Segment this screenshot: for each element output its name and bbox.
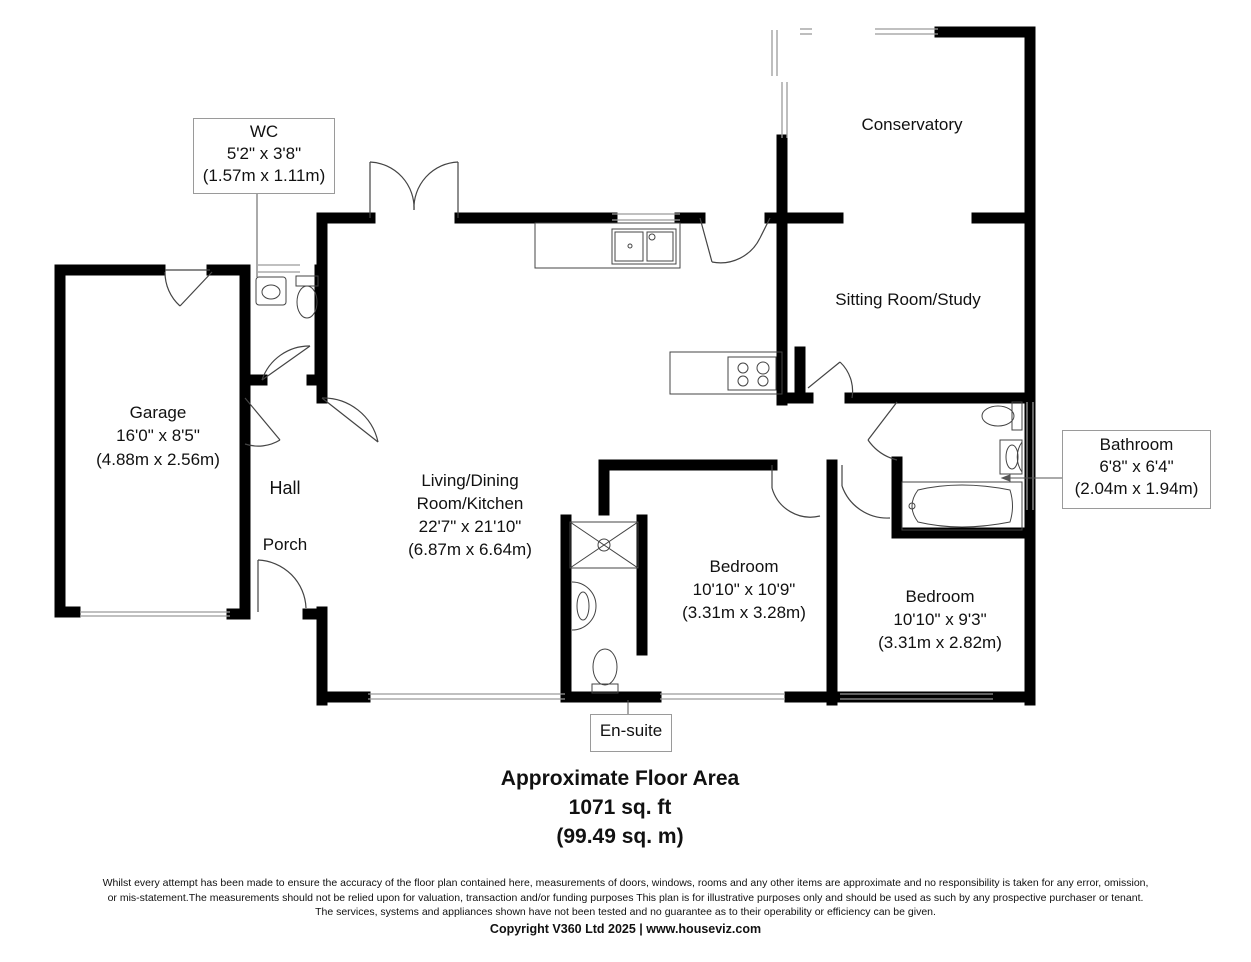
floor-area-sqft: 1071 sq. ft	[568, 796, 672, 819]
leader-lines	[256, 192, 1062, 714]
wc-callout: WC 5'2" x 3'8" (1.57m x 1.11m)	[193, 118, 335, 194]
wc-imperial: 5'2" x 3'8"	[226, 144, 302, 163]
living-wall-top-left	[316, 212, 376, 404]
ensuite-wall	[560, 514, 662, 703]
wc-basin	[255, 276, 287, 306]
bathroom-basin	[1016, 441, 1023, 473]
ensuite-basin	[571, 581, 597, 631]
conservatory-wall-right	[934, 26, 1036, 706]
windows	[80, 28, 1034, 700]
conservatory-label: Conservatory	[861, 115, 963, 134]
floor-area: Approximate Floor Area 1071 sq. ft (99.4…	[420, 764, 820, 851]
copyright: Copyright V360 Ltd 2025 | www.houseviz.c…	[489, 921, 762, 936]
bedroom2-label: Bedroom	[906, 587, 975, 606]
disclaimer-line3: The services, systems and appliances sho…	[315, 906, 936, 918]
ensuite-callout: En-suite	[590, 714, 672, 752]
room-labels: Conservatory Sitting Room/Study Garage 1…	[96, 115, 1002, 652]
ensuite-name: En-suite	[599, 721, 663, 740]
bathroom-toilet	[981, 405, 1015, 427]
bedroom1-label: Bedroom	[710, 557, 779, 576]
floor-area-sqm: (99.49 sq. m)	[556, 825, 684, 848]
fixtures	[255, 222, 1023, 694]
bath	[901, 481, 1023, 531]
ensuite-cistern	[591, 683, 619, 694]
ensuite-toilet	[592, 648, 618, 686]
garage-label: Garage	[130, 403, 187, 422]
kitchen-counter-top	[534, 222, 681, 269]
hall-label: Hall	[269, 478, 300, 498]
living-label-line2: Room/Kitchen	[417, 494, 524, 513]
living-label-line1: Living/Dining	[421, 471, 518, 490]
bathroom-cistern	[1011, 401, 1023, 431]
bedroom1-imperial: 10'10" x 10'9"	[693, 580, 796, 599]
bathroom-callout: Bathroom 6'8" x 6'4" (2.04m x 1.94m)	[1062, 430, 1211, 509]
disclaimer: Whilst every attempt has been made to en…	[20, 876, 1231, 936]
garage-wall	[54, 264, 166, 618]
porch-label: Porch	[263, 535, 307, 554]
living-metric: (6.87m x 6.64m)	[408, 540, 532, 559]
bedroom2-imperial: 10'10" x 9'3"	[893, 610, 986, 629]
sitting-room-label: Sitting Room/Study	[835, 290, 981, 309]
living-imperial: 22'7" x 21'10"	[419, 517, 522, 536]
kitchen-counter-side	[669, 351, 783, 395]
bathroom-name: Bathroom	[1099, 435, 1174, 454]
wc-metric: (1.57m x 1.11m)	[202, 166, 326, 185]
bedroom1-metric: (3.31m x 3.28m)	[682, 603, 806, 622]
floor-area-title: Approximate Floor Area	[500, 767, 740, 790]
bathroom-metric: (2.04m x 1.94m)	[1074, 479, 1199, 498]
garage-metric: (4.88m x 2.56m)	[96, 450, 220, 469]
bedroom2-metric: (3.31m x 2.82m)	[878, 633, 1002, 652]
disclaimer-line2: or mis-statement.The measurements should…	[107, 891, 1144, 904]
garage-imperial: 16'0" x 8'5"	[116, 426, 200, 445]
wc-toilet	[296, 285, 318, 319]
kitchen-sink	[611, 228, 677, 265]
bathroom-wall	[891, 456, 1036, 539]
disclaimer-line1: Whilst every attempt has been made to en…	[102, 877, 1149, 889]
ensuite-shower	[569, 521, 639, 569]
wc-name: WC	[249, 122, 279, 141]
bathroom-imperial: 6'8" x 6'4"	[1099, 457, 1174, 476]
doors	[164, 161, 898, 612]
bedroom1-wall	[598, 459, 778, 516]
kitchen-hob	[727, 356, 777, 391]
